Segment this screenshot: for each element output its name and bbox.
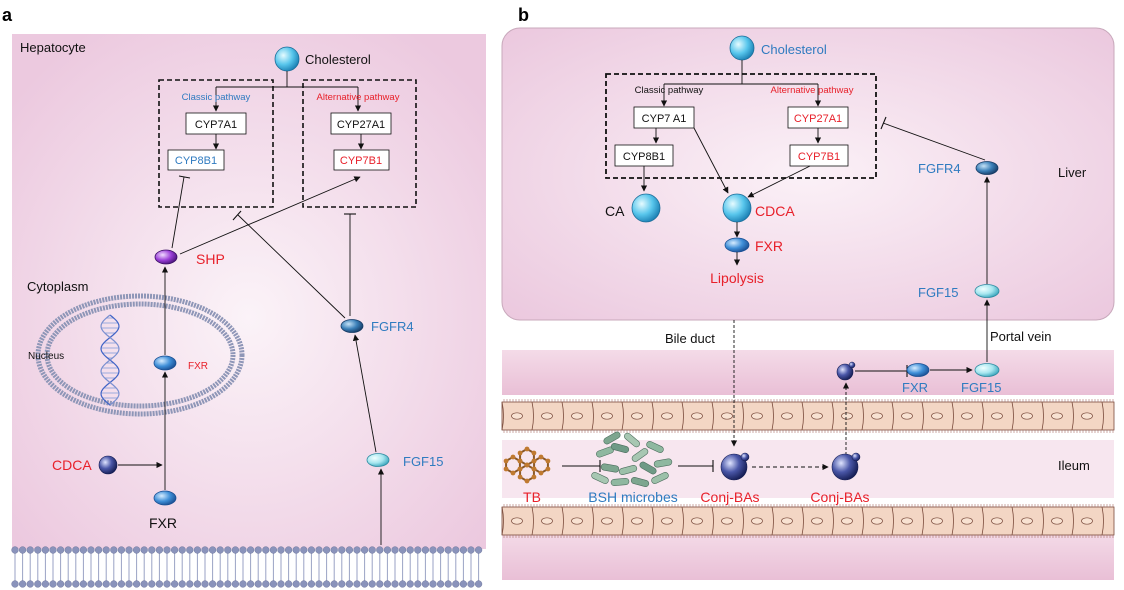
- cdca-label-b: CDCA: [755, 203, 795, 219]
- fxr-molecule: [153, 490, 177, 506]
- intestine-lower-band: [502, 532, 1114, 580]
- cholesterol-label-b: Cholesterol: [761, 42, 827, 57]
- cholesterol-molecule: [274, 46, 300, 72]
- tb-label: TB: [523, 489, 541, 505]
- dna-helix: [100, 314, 120, 406]
- classic-pathway-box-a: [158, 79, 274, 208]
- bile-acid-enterocyte: [836, 363, 854, 381]
- fgf15-molecule-a: [366, 453, 390, 467]
- portal-vein-label: Portal vein: [990, 329, 1051, 344]
- conj-bas-label-2: Conj-BAs: [810, 489, 869, 505]
- fxr-label-ileum: FXR: [902, 380, 928, 395]
- cyp8b1-label-b: CYP8B1: [623, 151, 665, 163]
- cell-membrane: [11, 546, 486, 589]
- nuclear-envelope-inner: [44, 301, 236, 409]
- cdca-molecule-b: [722, 193, 752, 223]
- bile-duct-label: Bile duct: [665, 331, 715, 346]
- nuclear-envelope-outer: [35, 293, 245, 417]
- cytoplasm-label: Cytoplasm: [27, 279, 88, 294]
- fgf15-label-ileum: FGF15: [961, 380, 1001, 395]
- cyp27a1-label-a: CYP27A1: [337, 119, 385, 131]
- fgfr4-label-b: FGFR4: [918, 161, 961, 176]
- lipolysis-label: Lipolysis: [710, 270, 764, 286]
- fxr-label-a: FXR: [149, 515, 177, 531]
- liver-label: Liver: [1058, 165, 1087, 180]
- fgfr4-molecule-b: [975, 161, 999, 175]
- fxr-molecule-ileum: [906, 363, 930, 377]
- conj-bas-molecule-1: [720, 453, 748, 481]
- fgf15-label-a: FGF15: [403, 454, 443, 469]
- cholesterol-molecule-b: [729, 35, 755, 61]
- ileum-label: Ileum: [1058, 458, 1090, 473]
- shp-label: SHP: [196, 251, 225, 267]
- cyp8b1-box-a: [167, 149, 225, 171]
- fxr-molecule-liver: [724, 237, 750, 253]
- cyp7b1-label-a: CYP7B1: [340, 155, 382, 167]
- cdca-label-a: CDCA: [52, 457, 92, 473]
- hepatocyte-label: Hepatocyte: [20, 40, 86, 55]
- fgfr4-molecule-a: [340, 319, 364, 333]
- enterocyte-layer-bottom: [501, 504, 1115, 538]
- ca-molecule: [631, 193, 661, 223]
- enterocyte-layer-top: [501, 399, 1115, 433]
- cyp7a1-box-b: [633, 106, 695, 129]
- panel-b-letter: b: [518, 5, 529, 25]
- cyp7b1-label-b: CYP7B1: [798, 151, 840, 163]
- classic-pathway-label-b: Classic pathway: [635, 85, 704, 96]
- cyp8b1-label-a: CYP8B1: [175, 155, 217, 167]
- fgf15-molecule-ileum: [974, 363, 1000, 377]
- cyp7a1-label-a: CYP7A1: [195, 119, 237, 131]
- cyp7b1-box-a: [333, 149, 390, 171]
- alternative-pathway-label-b: Alternative pathway: [771, 85, 854, 96]
- fxr-label-liver: FXR: [755, 238, 783, 254]
- bsh-microbes-label: BSH microbes: [588, 489, 677, 505]
- conj-bas-molecule-2: [831, 453, 859, 481]
- cdca-molecule-a: [98, 455, 118, 475]
- intestine-upper-band: [502, 350, 1114, 395]
- alternative-pathway-label-a: Alternative pathway: [317, 92, 400, 103]
- liver-region: [501, 27, 1115, 321]
- alternative-pathway-box-a: [302, 79, 417, 208]
- panel-a-letter: a: [2, 5, 13, 25]
- bile-acid-synthesis-box-b: [605, 73, 877, 179]
- panel-a: a Hepatocyte Cholesterol Classic pathway…: [2, 5, 486, 589]
- cholesterol-label-a: Cholesterol: [305, 52, 371, 67]
- nucleus-label: Nucleus: [28, 351, 64, 362]
- fxr-nuclear-molecule: [153, 355, 177, 371]
- bsh-microbes-icon: [591, 431, 673, 488]
- classic-pathway-label-a: Classic pathway: [182, 92, 251, 103]
- shp-molecule: [154, 249, 178, 265]
- ca-label: CA: [605, 203, 625, 219]
- tb-molecule-icon: [503, 446, 551, 484]
- cyp7a1-label-b: CYP7 A1: [642, 113, 687, 125]
- fgfr4-label-a: FGFR4: [371, 319, 414, 334]
- panel-b: b Liver Cholesterol Classic pathway Alte…: [501, 5, 1115, 580]
- hepatocyte-cell-body: [12, 34, 486, 549]
- fgf15-label-liver: FGF15: [918, 285, 958, 300]
- conj-bas-label-1: Conj-BAs: [700, 489, 759, 505]
- fxr-nuclear-label: FXR: [188, 361, 208, 372]
- fgf15-molecule-liver: [974, 284, 1000, 298]
- cyp27a1-label-b: CYP27A1: [794, 113, 842, 125]
- cyp7b1-box-b: [789, 144, 849, 167]
